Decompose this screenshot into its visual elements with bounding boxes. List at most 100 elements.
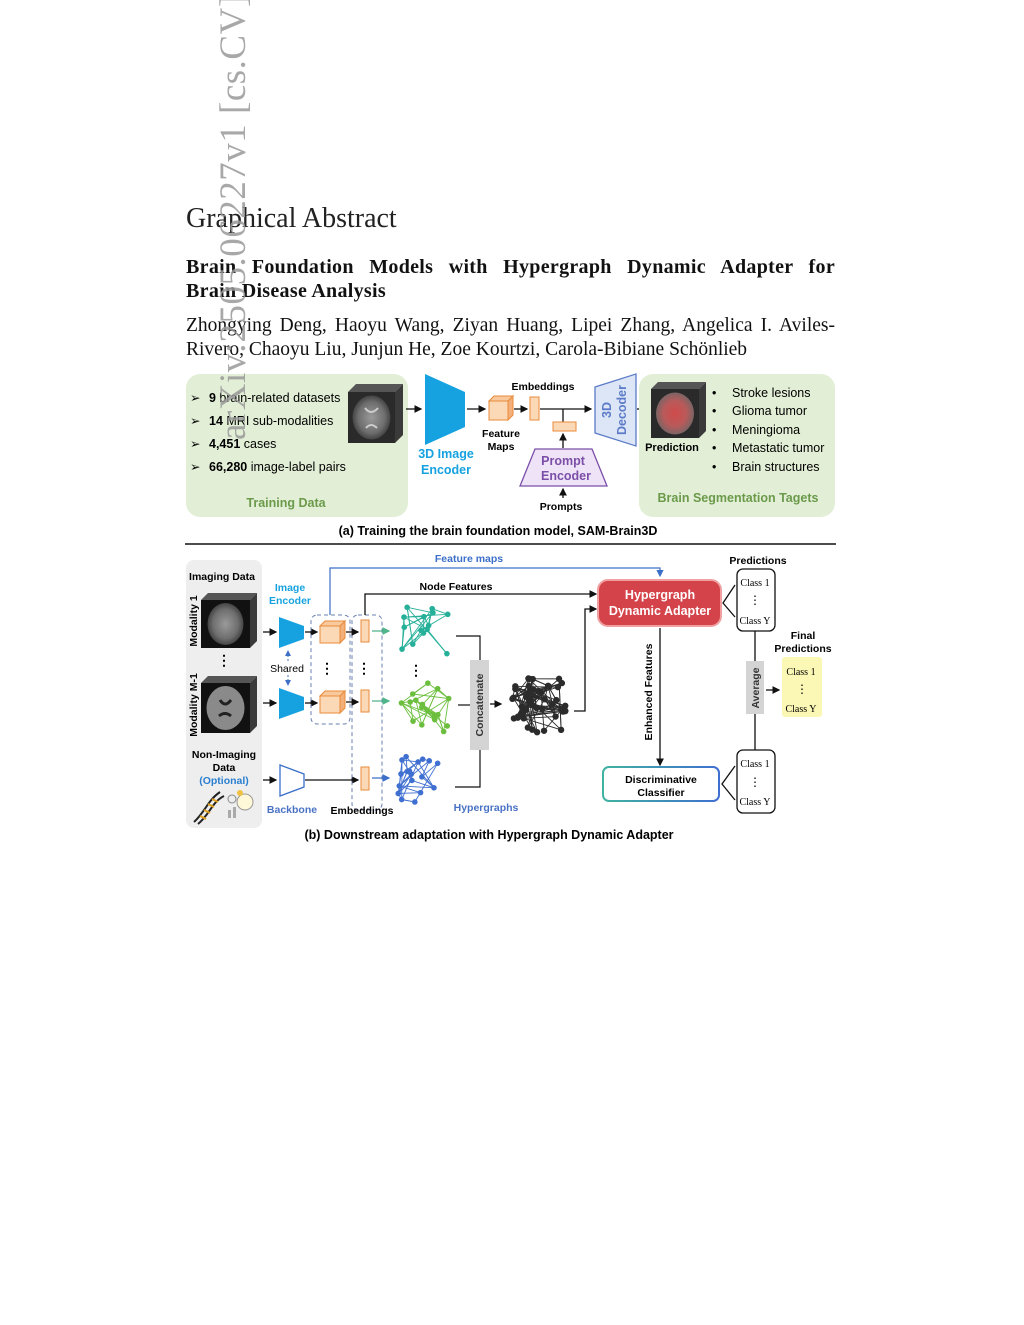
- graph-node: [537, 689, 545, 696]
- prediction-mri-cube-icon: [651, 382, 706, 438]
- graph-edge: [426, 629, 448, 654]
- feature-map-cube-icon: [318, 619, 347, 645]
- hypergraphs-label: Hypergraphs: [454, 802, 519, 814]
- caption-a: (a) Training the brain foundation model,…: [339, 524, 658, 538]
- feature-map-cube-icon: [318, 689, 347, 715]
- graph-node: [434, 685, 441, 692]
- vertical-ellipsis: ⋮: [796, 682, 808, 696]
- connector-line: [456, 635, 481, 660]
- image-encoder-label-2: Encoder: [269, 595, 311, 607]
- bullet-dot: •: [712, 404, 716, 418]
- target-item: Stroke lesions: [732, 386, 811, 400]
- concatenate-block: [470, 660, 489, 750]
- graph-node: [409, 691, 416, 697]
- final-predictions-label-1: Final: [791, 630, 816, 642]
- graph-node: [533, 728, 541, 736]
- adapter-label-1: Hypergraph: [625, 588, 695, 602]
- graph-node: [425, 680, 431, 686]
- graph-node: [540, 727, 548, 734]
- graph-node: [435, 711, 441, 718]
- graph-edge: [415, 699, 436, 720]
- feature-map-cube-icon: [487, 394, 515, 422]
- graph-node: [399, 646, 405, 652]
- arrow: [574, 605, 598, 712]
- graph-edge: [547, 685, 557, 717]
- predictions-label: Predictions: [729, 555, 786, 567]
- class-last: Class Y: [739, 797, 770, 808]
- graph-node: [415, 759, 421, 765]
- class-last: Class Y: [739, 616, 770, 627]
- network-graph: [395, 753, 441, 805]
- graph-node: [403, 753, 409, 760]
- feature-maps-label-1: Feature: [482, 428, 520, 440]
- graph-node: [412, 799, 418, 805]
- bullet-cases: 4,451 cases: [209, 437, 276, 451]
- node-features-label: Node Features: [420, 581, 493, 593]
- graph-node: [399, 757, 405, 763]
- prompt-encoder-label-2: Encoder: [541, 469, 591, 483]
- caption-b: (b) Downstream adaptation with Hypergrap…: [304, 828, 673, 842]
- modality-m1-mri-cube-icon: [201, 676, 257, 733]
- graph-node: [552, 713, 559, 720]
- branch-arrow: [721, 765, 736, 801]
- bullet-submodalities: 14 MRI sub-modalities: [209, 414, 333, 428]
- graph-edge: [528, 678, 564, 712]
- graph-node: [401, 624, 408, 630]
- graph-node: [419, 774, 425, 780]
- backbone-shape: [279, 764, 305, 797]
- prediction-label: Prediction: [645, 442, 699, 454]
- graph-node: [424, 626, 430, 633]
- graph-node: [398, 700, 405, 706]
- target-item: Meningioma: [732, 423, 800, 437]
- graph-node: [562, 707, 569, 715]
- adapter-label-2: Dynamic Adapter: [609, 604, 711, 618]
- hypergraph-visualizations: [395, 604, 569, 805]
- graph-edge: [417, 761, 435, 789]
- graph-node: [557, 726, 565, 734]
- graph-node: [549, 701, 556, 708]
- concatenate-label: Concatenate: [474, 673, 486, 736]
- vertical-ellipsis: ⋮: [320, 660, 334, 676]
- brain-mri-cube-icon: [348, 384, 403, 443]
- network-graph: [398, 680, 452, 735]
- graph-edge: [415, 699, 435, 716]
- embedding-bar-icon: [360, 689, 370, 713]
- graph-edge: [398, 760, 430, 787]
- arxiv-watermark: arXiv:2505.06227v1 [cs.CV] 1 M: [213, 0, 254, 440]
- graph-node: [426, 758, 433, 764]
- graph-node: [417, 789, 424, 796]
- graph-edge: [403, 616, 428, 630]
- graph-edge: [398, 773, 412, 787]
- classifier-label-2: Classifier: [637, 787, 684, 799]
- non-imaging-label-2: Data: [213, 762, 236, 774]
- graph-node: [413, 697, 419, 703]
- prompt-encoder-shape: [519, 448, 608, 487]
- graph-edge: [397, 773, 412, 794]
- authors-line-1: Zhongying Deng, Haoyu Wang, Ziyan Huang,…: [186, 315, 835, 336]
- graph-edge: [421, 688, 439, 726]
- graph-node: [419, 756, 426, 762]
- graph-node: [404, 768, 410, 775]
- graph-edge: [421, 760, 430, 778]
- arrow-bullet-icon: ➢: [190, 460, 201, 474]
- prompt-encoder-label-1: Prompt: [541, 454, 586, 468]
- graph-node: [523, 706, 530, 713]
- graph-node: [419, 701, 426, 708]
- target-item: Glioma tumor: [732, 404, 807, 418]
- targets-label: Brain Segmentation Tagets: [658, 491, 819, 505]
- graph-edge: [399, 785, 434, 789]
- bullet-datasets: 9 brain-related datasets: [209, 391, 340, 405]
- network-graph: [399, 604, 451, 657]
- bullet-dot: •: [712, 423, 716, 437]
- bullet-dot: •: [712, 386, 716, 400]
- vertical-ellipsis: ⋮: [217, 652, 231, 668]
- graph-edge: [437, 714, 445, 732]
- graph-node: [434, 760, 441, 767]
- imaging-data-label: Imaging Data: [189, 571, 255, 583]
- modality-1-mri-cube-icon: [201, 593, 257, 648]
- clinical-info-icon: [227, 790, 254, 818]
- graph-node: [418, 627, 424, 634]
- embeddings-label: Embeddings: [330, 805, 393, 817]
- 3d-image-encoder-shape: [425, 374, 465, 445]
